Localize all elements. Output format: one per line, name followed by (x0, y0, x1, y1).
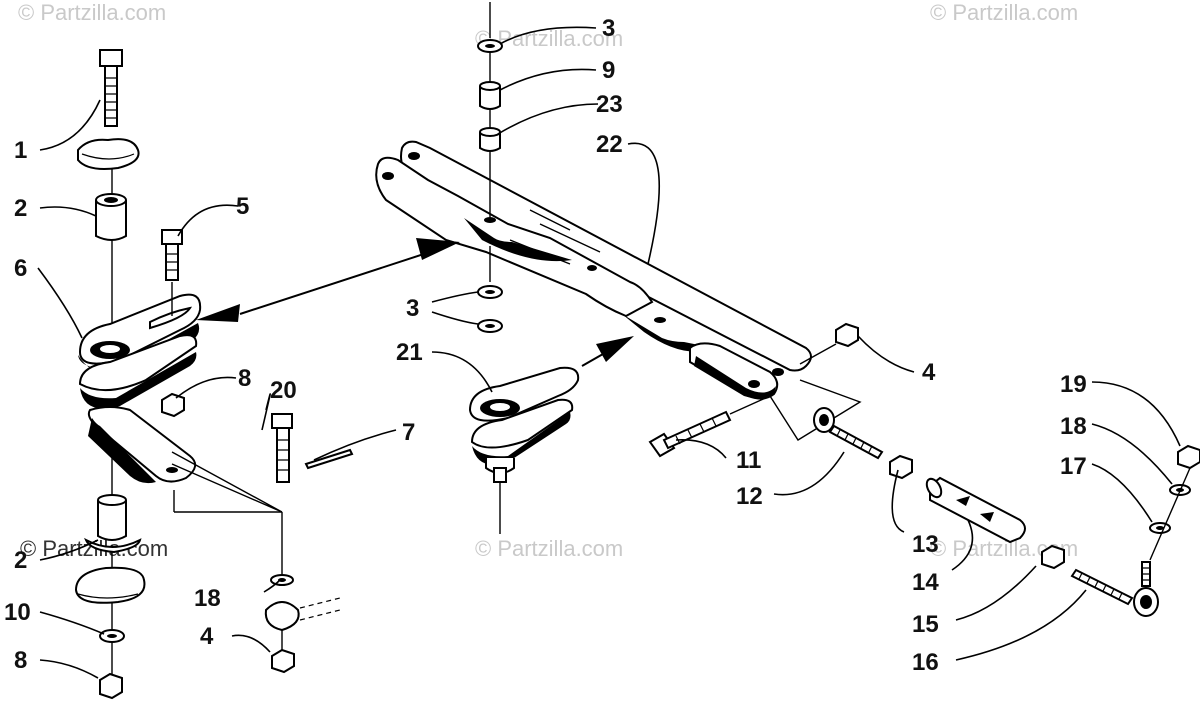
left-pivot-assembly (74, 49, 202, 700)
bolt-1 (99, 49, 123, 127)
washer-10 (99, 629, 125, 643)
callout-5: 5 (236, 193, 249, 220)
bolt-5 (161, 229, 183, 316)
steering-arm-22 (375, 140, 812, 400)
spacer-washer (77, 138, 140, 170)
callout-4-upper: 4 (922, 359, 936, 386)
nut-4-upper (835, 322, 859, 348)
callout-18-right: 18 (1060, 413, 1087, 440)
rod-end-12 (813, 407, 884, 460)
callout-2-lower: 2 (14, 547, 27, 574)
callout-numbers: 1 2 6 5 8 20 7 2 10 8 18 4 3 9 23 22 3 2… (4, 15, 1087, 676)
watermark-top-right: © Partzilla.com (930, 0, 1078, 25)
bushing-2-top (95, 193, 127, 241)
callout-18-left: 18 (194, 585, 221, 612)
callout-13: 13 (912, 531, 939, 558)
washer-17 (1149, 522, 1171, 534)
callout-3-lower: 3 (406, 295, 419, 322)
watermark-center: © Partzilla.com (475, 536, 623, 561)
callout-4-lower: 4 (200, 623, 214, 650)
callout-21: 21 (396, 339, 423, 366)
nut-13 (889, 454, 913, 480)
pivot-arm-21 (468, 366, 580, 534)
callout-9: 9 (602, 57, 615, 84)
callout-2-top: 2 (14, 195, 27, 222)
cotter-pin-7 (304, 448, 354, 470)
callout-16: 16 (912, 649, 939, 676)
callout-20: 20 (270, 377, 297, 404)
threaded-stud-16 (1070, 561, 1159, 617)
nut-15 (1041, 544, 1065, 570)
bushing-2-lower (84, 494, 142, 554)
callout-3-top: 3 (602, 15, 615, 42)
washer-18-lower (270, 574, 294, 586)
callout-10: 10 (4, 599, 31, 626)
tie-rod-assembly (648, 322, 1200, 617)
callout-17: 17 (1060, 453, 1087, 480)
spacer-washer-lower (74, 566, 146, 604)
nut-4-lower (271, 648, 295, 674)
nut-19 (1177, 444, 1200, 470)
bolt-11 (648, 395, 771, 458)
nut-8-lower (99, 672, 123, 700)
callout-7: 7 (402, 419, 415, 446)
adjuster-sleeve-14 (925, 476, 1026, 544)
tie-rod-socket (264, 597, 341, 632)
callout-12: 12 (736, 483, 763, 510)
callout-8-lower: 8 (14, 647, 27, 674)
watermark-top-left: © Partzilla.com (18, 0, 166, 25)
nut-8-upper (161, 392, 185, 418)
callout-15: 15 (912, 611, 939, 638)
callout-19: 19 (1060, 371, 1087, 398)
bushing-9 (479, 81, 501, 110)
callout-8-upper: 8 (238, 365, 251, 392)
leader-lines (37, 26, 1181, 679)
callout-14: 14 (912, 569, 939, 596)
callout-22: 22 (596, 131, 623, 158)
washers-3-lower (477, 285, 503, 333)
callout-23: 23 (596, 91, 623, 118)
bushing-23 (479, 127, 501, 152)
callout-1: 1 (14, 137, 27, 164)
callout-11: 11 (736, 447, 761, 474)
assembly-arrows (196, 238, 634, 367)
callout-6: 6 (14, 255, 27, 282)
bolt-20 (271, 413, 293, 483)
washer-3-top (477, 39, 503, 53)
pivot-arm-6 (78, 293, 202, 484)
